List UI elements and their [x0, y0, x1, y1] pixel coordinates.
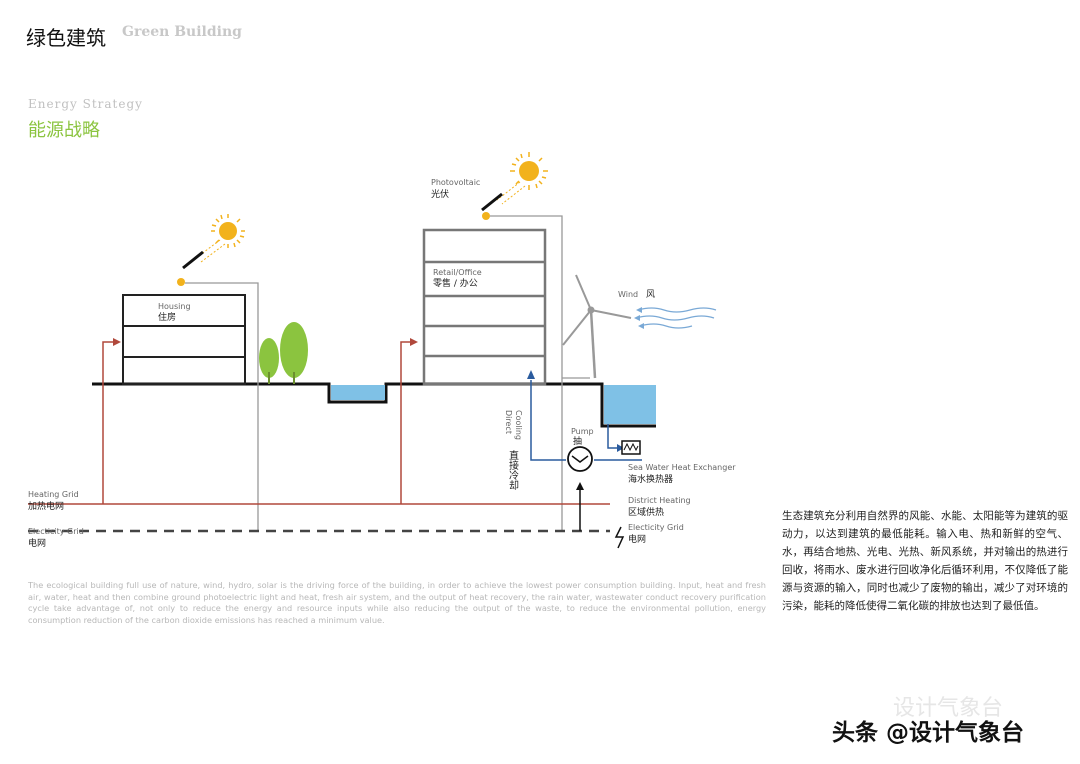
- solar-panel: [481, 192, 503, 212]
- label-electricity-grid-right-cn: 电网: [628, 533, 646, 545]
- label-retail-en: Retail/Office: [433, 268, 482, 277]
- pv-cable-left: [185, 282, 259, 530]
- pv-sensor: [482, 212, 490, 220]
- label-district-heating-cn: 区域供热: [628, 506, 664, 518]
- description-chinese: 生态建筑充分利用自然界的风能、水能、太阳能等为建筑的驱动力，以达到建筑的最低能耗…: [782, 510, 1068, 612]
- label-heating-grid-en: Heating Grid: [28, 490, 79, 499]
- label-cooling-cn: 直接冷却: [507, 449, 519, 490]
- label-pump-cn: 抽: [573, 435, 582, 447]
- section-title: 能源战略: [28, 120, 100, 141]
- label-housing-cn: 住房: [158, 311, 176, 323]
- label-exchanger-cn: 海水换热器: [628, 473, 673, 485]
- heating-arrow-left: [113, 338, 121, 346]
- ground-line: [92, 382, 656, 428]
- label-wind-en: Wind: [618, 290, 638, 299]
- solar-panel: [182, 250, 204, 270]
- pump-symbol: [571, 455, 589, 463]
- label-heating-grid-cn: 加热电网: [28, 500, 64, 512]
- heating-riser-right: [400, 341, 414, 504]
- watermark: 头条 @设计气象台: [832, 720, 1025, 746]
- housing-building: [122, 294, 246, 385]
- heating-arrow-right: [410, 338, 418, 346]
- label-electricity-grid-left-cn: 电网: [28, 537, 46, 549]
- label-photovoltaic-cn: 光伏: [431, 188, 449, 200]
- pv-cable-right: [490, 215, 563, 530]
- wind-lines: [634, 307, 717, 329]
- section-title-en: Energy Strategy: [28, 97, 143, 111]
- label-cooling-en-1: Cooling: [514, 410, 523, 440]
- watermark-faint: 设计气象台: [893, 696, 1004, 721]
- label-retail-cn: 零售 / 办公: [433, 277, 478, 289]
- pump-icon: [567, 446, 593, 472]
- label-wind-cn: 风: [646, 289, 655, 300]
- heat-exchanger-symbol: [623, 442, 639, 452]
- cooling-arrow: [527, 370, 535, 379]
- lightning-icon: [614, 526, 625, 549]
- trees: [259, 322, 308, 384]
- page-title: 绿色建筑: [26, 26, 106, 50]
- wind-turbine: [562, 274, 632, 379]
- label-cooling-en-2: Direct: [504, 410, 513, 434]
- label-pump-en: Pump: [571, 427, 594, 436]
- pool-water: [331, 385, 385, 400]
- pv-sensor: [177, 278, 185, 286]
- label-exchanger-en: Sea Water Heat Exchanger: [628, 463, 736, 472]
- power-feed-arrow: [576, 482, 584, 490]
- label-electricity-grid-right-en: Electicity Grid: [628, 523, 684, 532]
- page-title-en: Green Building: [122, 24, 242, 40]
- heating-riser-left: [102, 341, 118, 504]
- description-english: The ecological building full use of natu…: [28, 580, 766, 625]
- sea-pipe-arrow: [617, 444, 624, 452]
- sun-icon: [496, 152, 548, 205]
- retail-office-building: [422, 228, 547, 386]
- sun-icon: [195, 214, 245, 263]
- label-district-heating-en: District Heating: [628, 496, 691, 505]
- label-electricity-grid-left-en: Electicity Grid: [28, 527, 84, 536]
- label-housing-en: Housing: [158, 302, 191, 311]
- sea-pipe: [607, 424, 622, 449]
- label-photovoltaic-en: Photovoltaic: [431, 178, 480, 187]
- sea-water: [604, 385, 656, 424]
- cooling-loop: [530, 380, 566, 461]
